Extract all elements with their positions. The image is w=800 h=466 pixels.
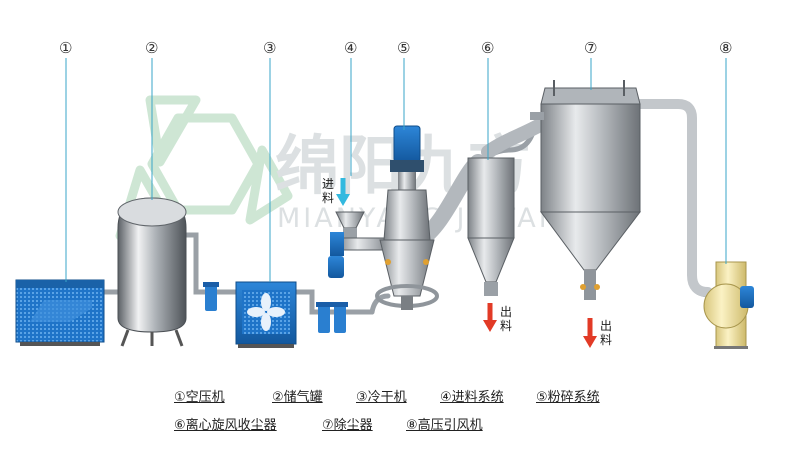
discharge-arrow-collector [583,318,597,348]
high-pressure-fan [703,261,754,349]
callout-4: ④ [344,39,357,57]
collector-out-label-2: 料 [600,333,612,347]
collector-to-fan-pipe [635,99,713,297]
feed-in-label-1: 进 [322,177,334,191]
feed-arrow [336,178,350,206]
jet-mill [375,125,439,310]
cyclone-to-collector-pipe [481,118,547,159]
filter-2 [316,302,348,333]
callout-6: ⑥ [481,39,494,57]
fan-icon [247,293,285,331]
callout-8: ⑧ [719,39,732,57]
legend-item-8: ⑧高压引风机 [406,418,483,433]
refrigerated-dryer [235,281,297,348]
collector-out-label-1: 出 [600,319,612,333]
legend-item-6: ⑥离心旋风收尘器 [174,418,277,433]
callout-2: ② [145,39,158,57]
callout-7: ⑦ [584,39,597,57]
legend-item-3: ③冷干机 [356,390,407,405]
air-compressor [15,279,105,346]
cyclone-out-label-2: 料 [500,319,512,333]
callout-5: ⑤ [397,39,410,57]
legend-item-5: ⑤粉碎系统 [536,390,600,405]
callout-1: ① [59,39,72,57]
legend-item-7: ⑦除尘器 [322,418,373,433]
legend-item-2: ②储气罐 [272,390,323,405]
filter-1 [203,282,219,311]
air-tank [117,197,187,347]
legend-item-1: ①空压机 [174,390,225,405]
feed-in-label-2: 料 [322,191,334,205]
bag-dust-collector [530,80,642,300]
cyclone-separator [467,157,515,296]
discharge-arrow-cyclone [483,303,497,332]
callout-lines [65,58,727,282]
cyclone-out-label-1: 出 [500,305,512,319]
callout-3: ③ [263,39,276,57]
legend-item-4: ④进料系统 [440,390,504,405]
